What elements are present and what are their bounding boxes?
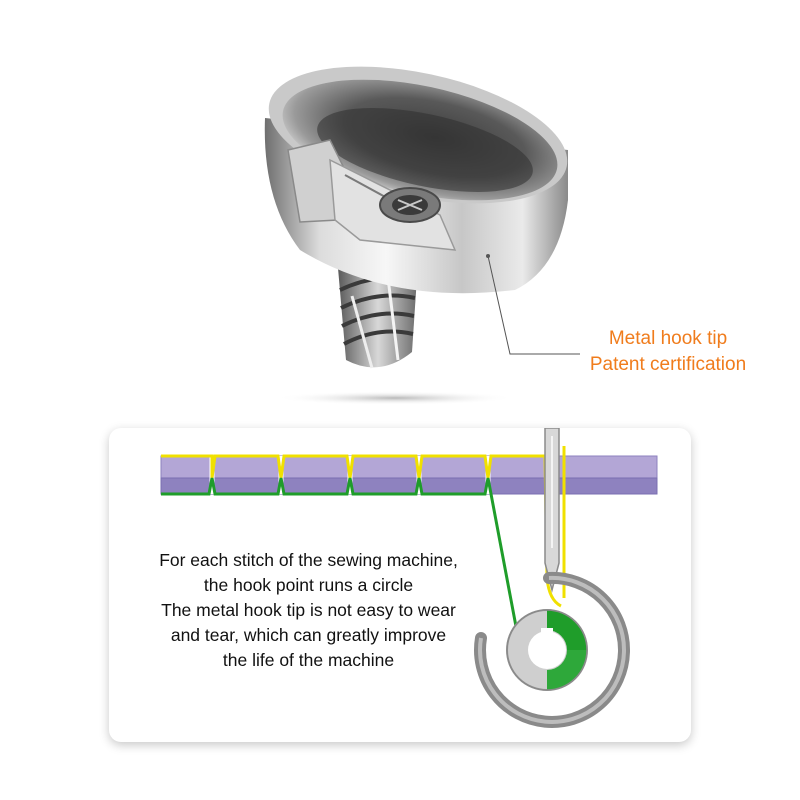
callout-line-2: Patent certification <box>589 354 747 375</box>
callout-label: Metal hook tip Patent certification <box>568 326 768 378</box>
callout-line-1: Metal hook tip <box>608 328 728 349</box>
description-line: and tear, which can greatly improve <box>170 625 447 645</box>
center-screw <box>379 187 441 223</box>
rotary-hook-icon <box>264 66 580 405</box>
upper-fabric <box>160 455 658 479</box>
stitch-panel: For each stitch of the sewing machine, t… <box>109 428 691 742</box>
top-thread <box>161 454 562 608</box>
lower-fabric <box>160 477 658 495</box>
bobbin-icon <box>506 609 588 691</box>
needle-icon <box>544 428 566 598</box>
stitch-diagram <box>160 428 658 728</box>
description-text: For each stitch of the sewing machine, t… <box>131 548 486 673</box>
description-line: the hook point runs a circle <box>203 575 414 595</box>
callout-leader <box>487 255 580 355</box>
description-line: For each stitch of the sewing machine, <box>159 550 458 570</box>
description-line: the life of the machine <box>222 650 395 670</box>
description-line: The metal hook tip is not easy to wear <box>161 600 456 620</box>
hook-shaft <box>338 262 418 369</box>
